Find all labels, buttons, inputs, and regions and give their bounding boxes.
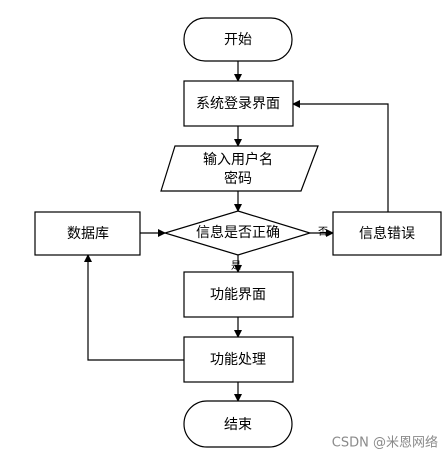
function-ui-node: 功能界面 (183, 271, 294, 318)
input-label-line1: 输入用户名 (203, 151, 273, 168)
end-label: 结束 (224, 417, 252, 433)
database-label: 数据库 (67, 226, 109, 242)
database-node: 数据库 (34, 211, 141, 256)
function-process-label: 功能处理 (210, 352, 266, 368)
start-node: 开始 (183, 17, 293, 62)
start-label: 开始 (224, 32, 252, 48)
input-node: 输入用户名 密码 (160, 145, 319, 192)
info-error-node: 信息错误 (332, 211, 442, 256)
decision-label: 信息是否正确 (196, 224, 280, 241)
watermark: CSDN @米恩网络 (332, 435, 438, 451)
login-ui-node: 系统登录界面 (183, 80, 294, 127)
edge-error-to-login (292, 100, 389, 212)
info-error-label: 信息错误 (359, 225, 415, 242)
function-process-node: 功能处理 (183, 336, 294, 383)
no-label: 否 (318, 226, 328, 238)
yes-label: 是 (231, 260, 241, 272)
function-ui-label: 功能界面 (210, 287, 266, 303)
input-label-line2: 密码 (224, 170, 252, 187)
connectors (84, 61, 389, 402)
edge-process-to-database (84, 254, 184, 361)
login-ui-label: 系统登录界面 (196, 96, 280, 112)
decision-node: 信息是否正确 (162, 210, 313, 256)
end-node: 结束 (183, 400, 293, 448)
